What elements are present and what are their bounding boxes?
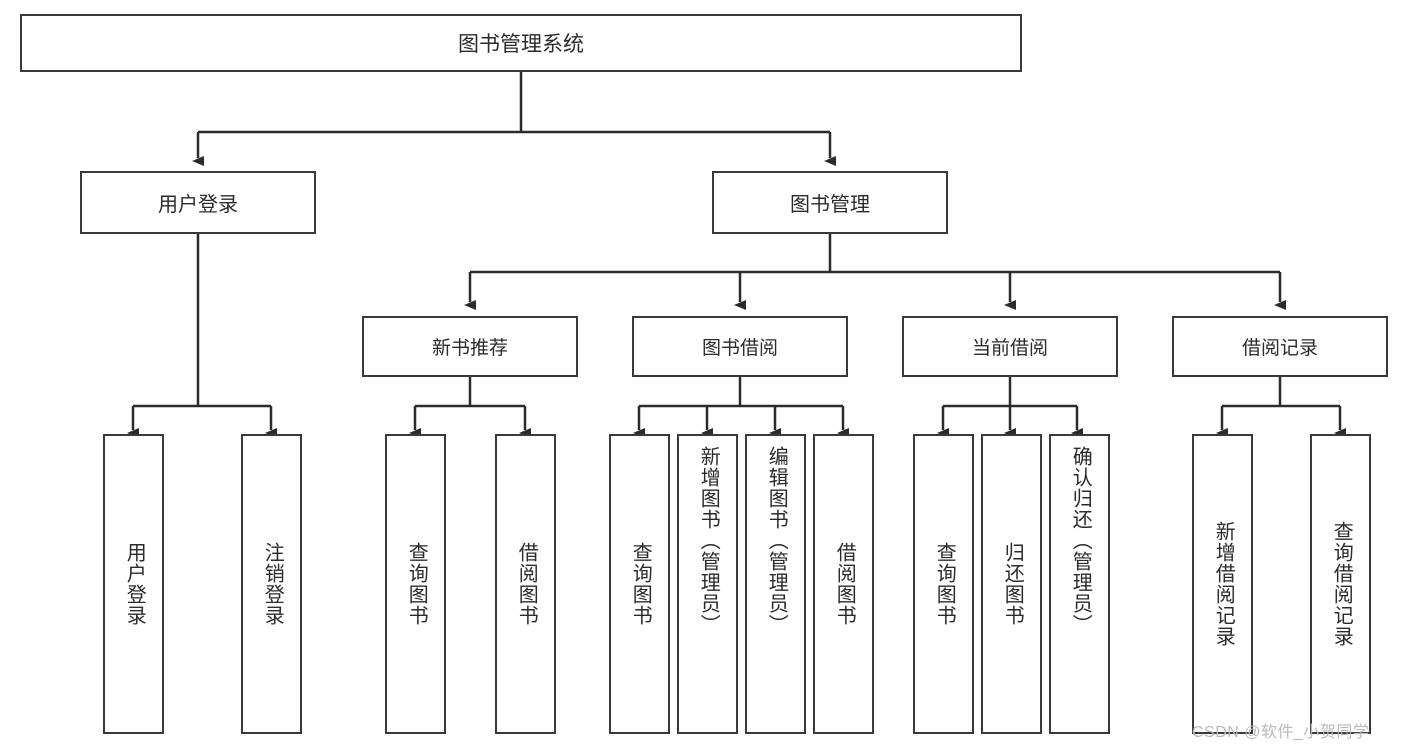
node-leaf-add-book-label: 新增图书（管理员） (697, 446, 720, 635)
node-new-book-recommend[interactable]: 新书推荐 (362, 316, 578, 377)
node-borrow-record-label: 借阅记录 (1241, 338, 1318, 359)
node-user-login[interactable]: 用户登录 (80, 171, 316, 234)
node-leaf-confirm-return[interactable]: 确认归还（管理员） (1049, 434, 1110, 734)
node-current-borrow-label: 当前借阅 (971, 338, 1048, 359)
node-leaf-query-book-2[interactable]: 查询图书 (609, 434, 670, 734)
node-leaf-query-book-3-label: 查询图书 (933, 542, 956, 626)
node-new-book-recommend-label: 新书推荐 (431, 338, 508, 359)
csdn-watermark: CSDN @软件_小贺同学 (1192, 724, 1370, 741)
node-root-label: 图书管理系统 (458, 33, 584, 56)
node-leaf-query-book-2-label: 查询图书 (629, 542, 652, 626)
node-leaf-query-record-label: 查询借阅记录 (1330, 521, 1353, 647)
node-leaf-return-book[interactable]: 归还图书 (981, 434, 1042, 734)
node-current-borrow[interactable]: 当前借阅 (902, 316, 1118, 377)
node-book-borrow[interactable]: 图书借阅 (632, 316, 848, 377)
node-book-manage[interactable]: 图书管理 (712, 171, 948, 234)
node-leaf-return-book-label: 归还图书 (1001, 542, 1024, 626)
node-book-borrow-label: 图书借阅 (701, 338, 778, 359)
node-leaf-add-book[interactable]: 新增图书（管理员） (677, 434, 738, 734)
node-leaf-query-book-3[interactable]: 查询图书 (913, 434, 974, 734)
node-leaf-query-record[interactable]: 查询借阅记录 (1310, 434, 1371, 734)
node-leaf-confirm-return-label: 确认归还（管理员） (1069, 446, 1092, 635)
node-leaf-edit-book[interactable]: 编辑图书（管理员） (745, 434, 806, 734)
node-leaf-borrow-book-1-label: 借阅图书 (515, 542, 538, 626)
node-borrow-record[interactable]: 借阅记录 (1172, 316, 1388, 377)
node-leaf-add-record-label: 新增借阅记录 (1212, 521, 1235, 647)
node-leaf-query-book-1[interactable]: 查询图书 (385, 434, 446, 734)
node-leaf-borrow-book-1[interactable]: 借阅图书 (495, 434, 556, 734)
node-leaf-logout-login[interactable]: 注销登录 (241, 434, 302, 734)
node-leaf-logout-login-label: 注销登录 (261, 542, 284, 626)
node-leaf-query-book-1-label: 查询图书 (405, 542, 428, 626)
node-user-login-label: 用户登录 (158, 194, 238, 216)
node-leaf-add-record[interactable]: 新增借阅记录 (1192, 434, 1253, 734)
node-leaf-borrow-book-2[interactable]: 借阅图书 (813, 434, 874, 734)
node-leaf-user-login-label: 用户登录 (123, 542, 146, 626)
node-leaf-borrow-book-2-label: 借阅图书 (833, 542, 856, 626)
node-leaf-user-login[interactable]: 用户登录 (103, 434, 164, 734)
node-leaf-edit-book-label: 编辑图书（管理员） (765, 446, 788, 635)
node-root-system[interactable]: 图书管理系统 (20, 14, 1022, 72)
node-book-manage-label: 图书管理 (790, 194, 870, 216)
